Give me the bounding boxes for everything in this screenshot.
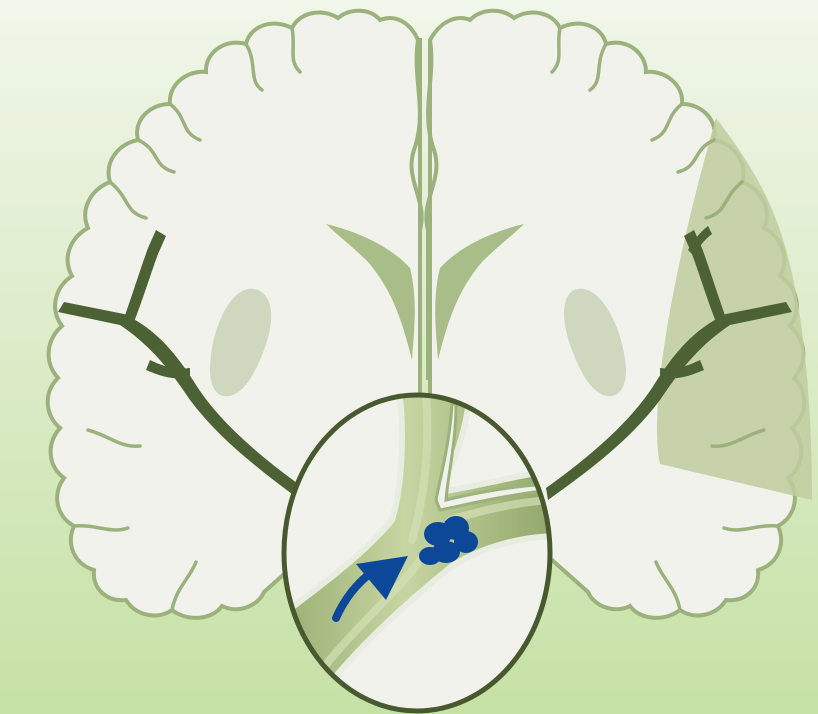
brain-diagram — [0, 0, 818, 714]
figure-canvas — [0, 0, 818, 714]
